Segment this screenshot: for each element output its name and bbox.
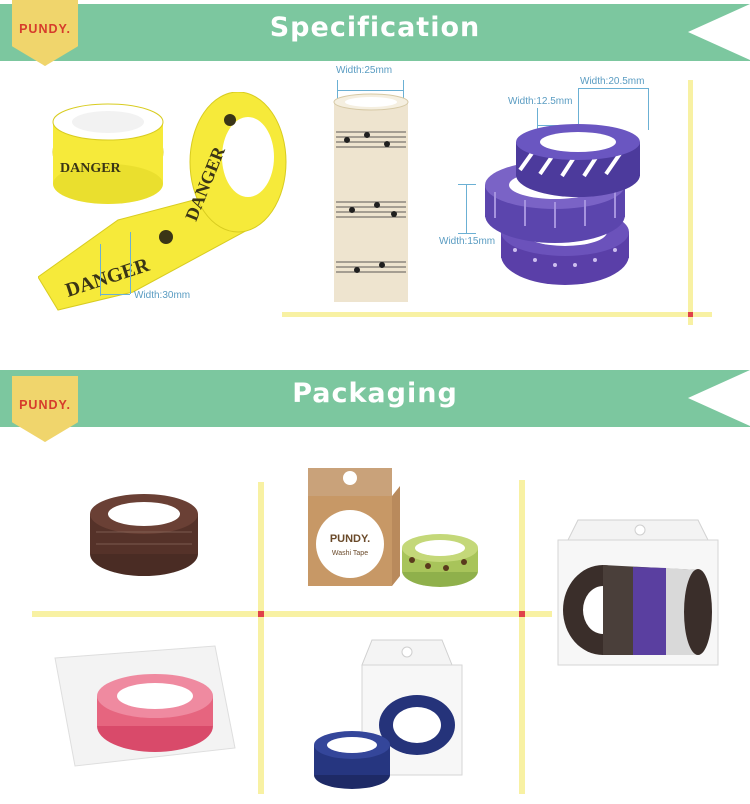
packaging-title: Packaging — [292, 378, 458, 409]
pack-guide-node-right — [519, 611, 525, 617]
clear-box-triple-tape-image — [557, 519, 719, 666]
brand-flag: PUNDY. — [12, 376, 78, 442]
purple-large-line-left — [578, 88, 579, 130]
brand-logo: PUNDY. — [19, 398, 71, 412]
danger-tape-image: DANGER DANGER DANGER — [38, 92, 287, 311]
pink-tape-bag-image — [54, 645, 236, 767]
kraft-box-package-image: PUNDY. Washi Tape — [308, 468, 478, 587]
clear-box-navy-tape-image — [314, 639, 463, 789]
pack-guide-node-left — [258, 611, 264, 617]
banner-notch — [688, 370, 750, 426]
purple-large-line-right — [648, 88, 649, 130]
spec-vertical-guide — [688, 80, 693, 325]
spec-horizontal-guide — [282, 312, 712, 317]
specification-banner: Specification — [0, 4, 750, 61]
box-brand-text: PUNDY. — [330, 533, 370, 545]
purple-width-medium-label: Width:12.5mm — [508, 96, 573, 107]
pack-vertical-guide-right — [519, 480, 525, 794]
packaging-banner: Packaging — [0, 370, 750, 427]
music-tape-image — [333, 93, 409, 302]
purple-tape-stack-image — [485, 124, 640, 285]
danger-width-line — [100, 244, 101, 296]
box-subtitle-text: Washi Tape — [332, 550, 368, 557]
specification-title: Specification — [269, 12, 481, 43]
purple-small-top — [458, 184, 476, 185]
danger-width-line-right — [130, 232, 131, 294]
spec-guide-node — [688, 312, 693, 317]
music-width-label: Width:25mm — [336, 65, 393, 76]
purple-small-line — [466, 184, 467, 234]
danger-width-label: Width:30mm — [134, 290, 191, 301]
danger-width-baseline — [100, 294, 130, 295]
purple-large-baseline — [578, 88, 649, 89]
music-width-baseline — [337, 90, 404, 91]
brown-tape-roll-image — [90, 494, 198, 576]
pack-vertical-guide-left — [258, 482, 264, 794]
purple-width-small-label: Width:15mm — [439, 236, 496, 247]
brand-logo: PUNDY. — [19, 22, 71, 36]
banner-notch — [688, 4, 750, 60]
svg-text:DANGER: DANGER — [60, 161, 122, 176]
pack-horizontal-guide — [32, 611, 552, 617]
purple-width-large-label: Width:20.5mm — [580, 76, 645, 87]
purple-medium-line-left — [537, 108, 538, 130]
purple-small-bottom — [458, 233, 476, 234]
